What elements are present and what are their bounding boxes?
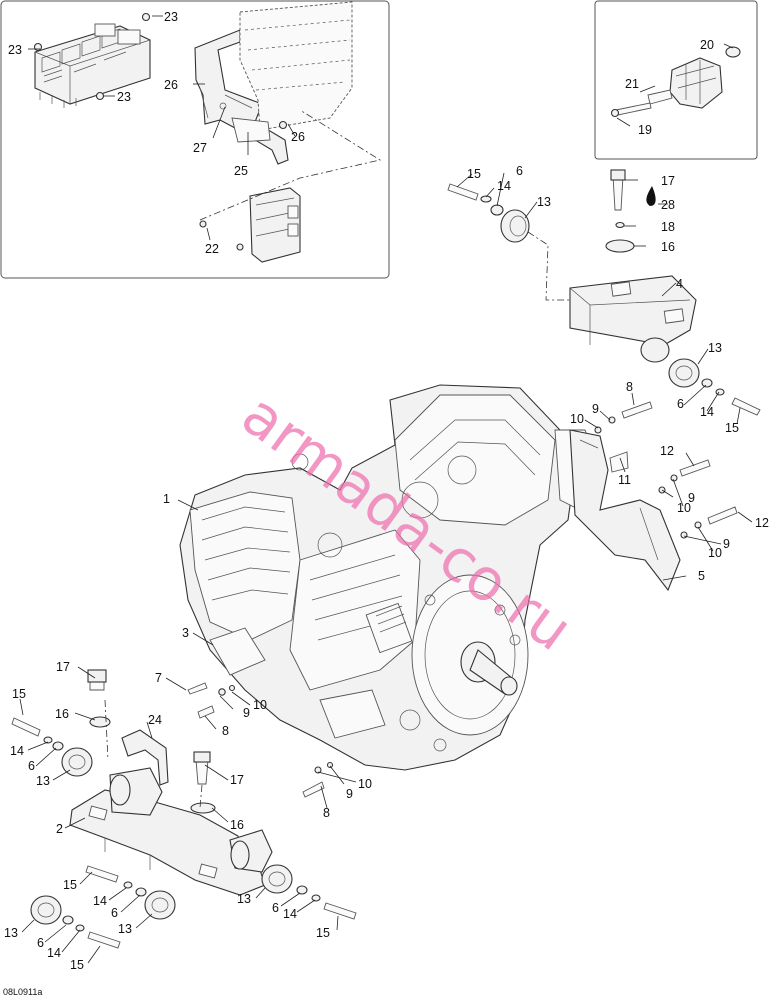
callout-24: 24	[148, 713, 162, 727]
callout-8: 8	[222, 724, 229, 738]
callout-13: 13	[708, 341, 722, 355]
callout-6: 6	[111, 906, 118, 920]
lower-bolts-washers	[11, 669, 357, 949]
callout-8: 8	[323, 806, 330, 820]
inset-fasteners	[33, 12, 288, 251]
callout-14: 14	[283, 907, 297, 921]
callout-9: 9	[243, 706, 250, 720]
inset-frame-electrical	[0, 0, 390, 279]
lower-guide-line	[104, 699, 203, 809]
callout-18: 18	[661, 220, 675, 234]
callout-19: 19	[638, 123, 652, 137]
engine-assembly	[179, 384, 601, 771]
cover-plate	[231, 1, 353, 143]
callout-9: 9	[592, 402, 599, 416]
callout-20: 20	[700, 38, 714, 52]
fuse-box-assembly	[34, 23, 151, 108]
leader-lines	[19, 15, 753, 964]
callout-14: 14	[10, 744, 24, 758]
callout-7: 7	[155, 671, 162, 685]
callout-9: 9	[723, 537, 730, 551]
callout-16: 16	[230, 818, 244, 832]
callout-2: 2	[56, 822, 63, 836]
callout-4: 4	[676, 277, 683, 291]
engine-side-mount-bracket	[569, 429, 681, 592]
callout-17: 17	[56, 660, 70, 674]
callout-14: 14	[497, 179, 511, 193]
callout-9: 9	[346, 787, 353, 801]
diagram-reference-code: 08L0911a	[3, 987, 42, 997]
callout-10: 10	[708, 546, 722, 560]
callout-23: 23	[164, 10, 178, 24]
relay-module	[249, 187, 301, 263]
upper-guide-line	[527, 231, 572, 301]
callout-13: 13	[4, 926, 18, 940]
callout-26: 26	[291, 130, 305, 144]
callout-14: 14	[93, 894, 107, 908]
upper-bolts-washers	[447, 169, 761, 416]
callout-27: 27	[193, 141, 207, 155]
callout-6: 6	[272, 901, 279, 915]
callout-15: 15	[467, 167, 481, 181]
callout-15: 15	[316, 926, 330, 940]
callout-14: 14	[47, 946, 61, 960]
callout-21: 21	[625, 77, 639, 91]
callout-15: 15	[725, 421, 739, 435]
callout-15: 15	[12, 687, 26, 701]
callout-13: 13	[36, 774, 50, 788]
callout-13: 13	[118, 922, 132, 936]
callout-28: 28	[661, 198, 675, 212]
callout-22: 22	[205, 242, 219, 256]
rubber-mount-13-upper-left	[500, 209, 530, 243]
rubber-mount-13-upper-right	[668, 358, 700, 388]
callout-5: 5	[698, 569, 705, 583]
callout-6: 6	[677, 397, 684, 411]
connector-assembly	[610, 46, 741, 118]
callout-23: 23	[8, 43, 22, 57]
callout-10: 10	[358, 777, 372, 791]
callout-1: 1	[163, 492, 170, 506]
callout-25: 25	[234, 164, 248, 178]
front-bolts	[187, 682, 334, 798]
callout-15: 15	[70, 958, 84, 972]
bracket-24	[121, 729, 169, 786]
inset-frame-connector	[594, 0, 758, 160]
callout-23: 23	[117, 90, 131, 104]
lower-rubber-mounts	[30, 747, 293, 925]
callout-14: 14	[700, 405, 714, 419]
callout-12: 12	[660, 444, 674, 458]
callout-10: 10	[253, 698, 267, 712]
callout-6: 6	[28, 759, 35, 773]
callout-13: 13	[237, 892, 251, 906]
callout-17: 17	[230, 773, 244, 787]
callout-9: 9	[688, 491, 695, 505]
callout-15: 15	[63, 878, 77, 892]
callout-6: 6	[37, 936, 44, 950]
callout-10: 10	[570, 412, 584, 426]
callout-3: 3	[182, 626, 189, 640]
callout-10: 10	[677, 501, 691, 515]
callout-12: 12	[755, 516, 769, 530]
callout-16: 16	[55, 707, 69, 721]
callout-13: 13	[537, 195, 551, 209]
callout-11: 11	[618, 473, 631, 487]
callout-labels: 23 23 23 26 26 27 25 22 20 21 19 15 14 6…	[4, 10, 769, 972]
lower-mount-tubes	[109, 767, 273, 873]
callout-8: 8	[626, 380, 633, 394]
callout-16: 16	[661, 240, 675, 254]
callout-6: 6	[516, 164, 523, 178]
callout-17: 17	[661, 174, 675, 188]
callout-26: 26	[164, 78, 178, 92]
oil-drop-icon	[646, 186, 656, 206]
